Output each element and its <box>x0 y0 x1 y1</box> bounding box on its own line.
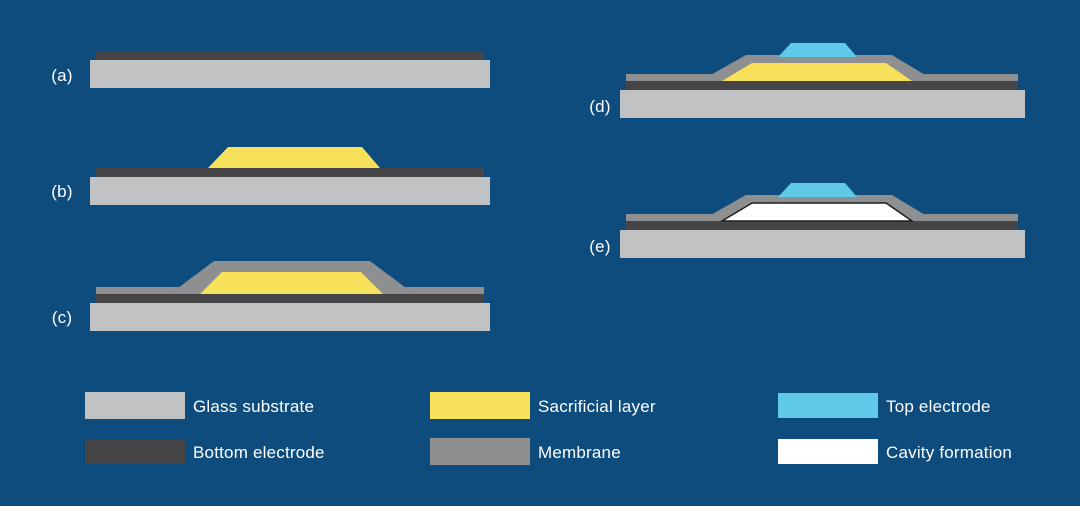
legend-label-sacrificial-layer: Sacrificial layer <box>538 397 656 416</box>
panel-e-cavity <box>719 202 915 222</box>
panel-d-top-electrode <box>778 43 857 57</box>
panel-b-glass-substrate <box>90 177 490 205</box>
panel-b-bottom-electrode <box>96 168 484 177</box>
panel-e-glass-substrate <box>620 230 1025 258</box>
legend-swatch-top-electrode <box>778 393 878 418</box>
legend-swatch-membrane <box>430 438 530 465</box>
panel-d-glass-substrate <box>620 90 1025 118</box>
legend-swatch-glass-substrate <box>85 392 185 419</box>
legend-label-cavity-formation: Cavity formation <box>886 443 1012 462</box>
legend-item-top-electrode: Top electrode <box>778 393 991 418</box>
panel-b: (b) <box>51 147 490 205</box>
panel-e-label: (e) <box>589 237 610 256</box>
panel-e-top-electrode <box>778 183 857 197</box>
panel-a-bottom-electrode <box>96 51 484 60</box>
legend-item-membrane: Membrane <box>430 438 621 465</box>
panel-d-bottom-electrode <box>626 81 1018 90</box>
panel-c: (c) <box>52 261 490 331</box>
legend-swatch-sacrificial-layer <box>430 392 530 419</box>
legend-label-top-electrode: Top electrode <box>886 397 991 416</box>
panel-b-sacrificial-layer <box>208 147 380 168</box>
legend-item-sacrificial-layer: Sacrificial layer <box>430 392 656 419</box>
panel-a-glass-substrate <box>90 60 490 88</box>
panel-d: (d) <box>589 43 1025 118</box>
panel-a: (a) <box>51 51 490 88</box>
legend-label-bottom-electrode: Bottom electrode <box>193 443 325 462</box>
legend-swatch-cavity-formation <box>778 439 878 464</box>
legend: Glass substrate Sacrificial layer Top el… <box>85 392 1012 465</box>
legend-item-cavity-formation: Cavity formation <box>778 439 1012 464</box>
panel-e-bottom-electrode <box>626 221 1018 230</box>
panel-c-sacrificial-layer <box>200 272 383 294</box>
legend-label-glass-substrate: Glass substrate <box>193 397 314 416</box>
legend-label-membrane: Membrane <box>538 443 621 462</box>
panel-e: (e) <box>589 183 1025 258</box>
panel-b-label: (b) <box>51 182 72 201</box>
legend-item-glass-substrate: Glass substrate <box>85 392 314 419</box>
panel-d-sacrificial-layer <box>722 63 912 81</box>
panel-d-label: (d) <box>589 97 610 116</box>
panel-c-glass-substrate <box>90 303 490 331</box>
legend-swatch-bottom-electrode <box>85 439 185 464</box>
panel-c-label: (c) <box>52 308 72 327</box>
panel-c-bottom-electrode <box>96 294 484 303</box>
panel-a-label: (a) <box>51 66 72 85</box>
legend-item-bottom-electrode: Bottom electrode <box>85 439 325 464</box>
